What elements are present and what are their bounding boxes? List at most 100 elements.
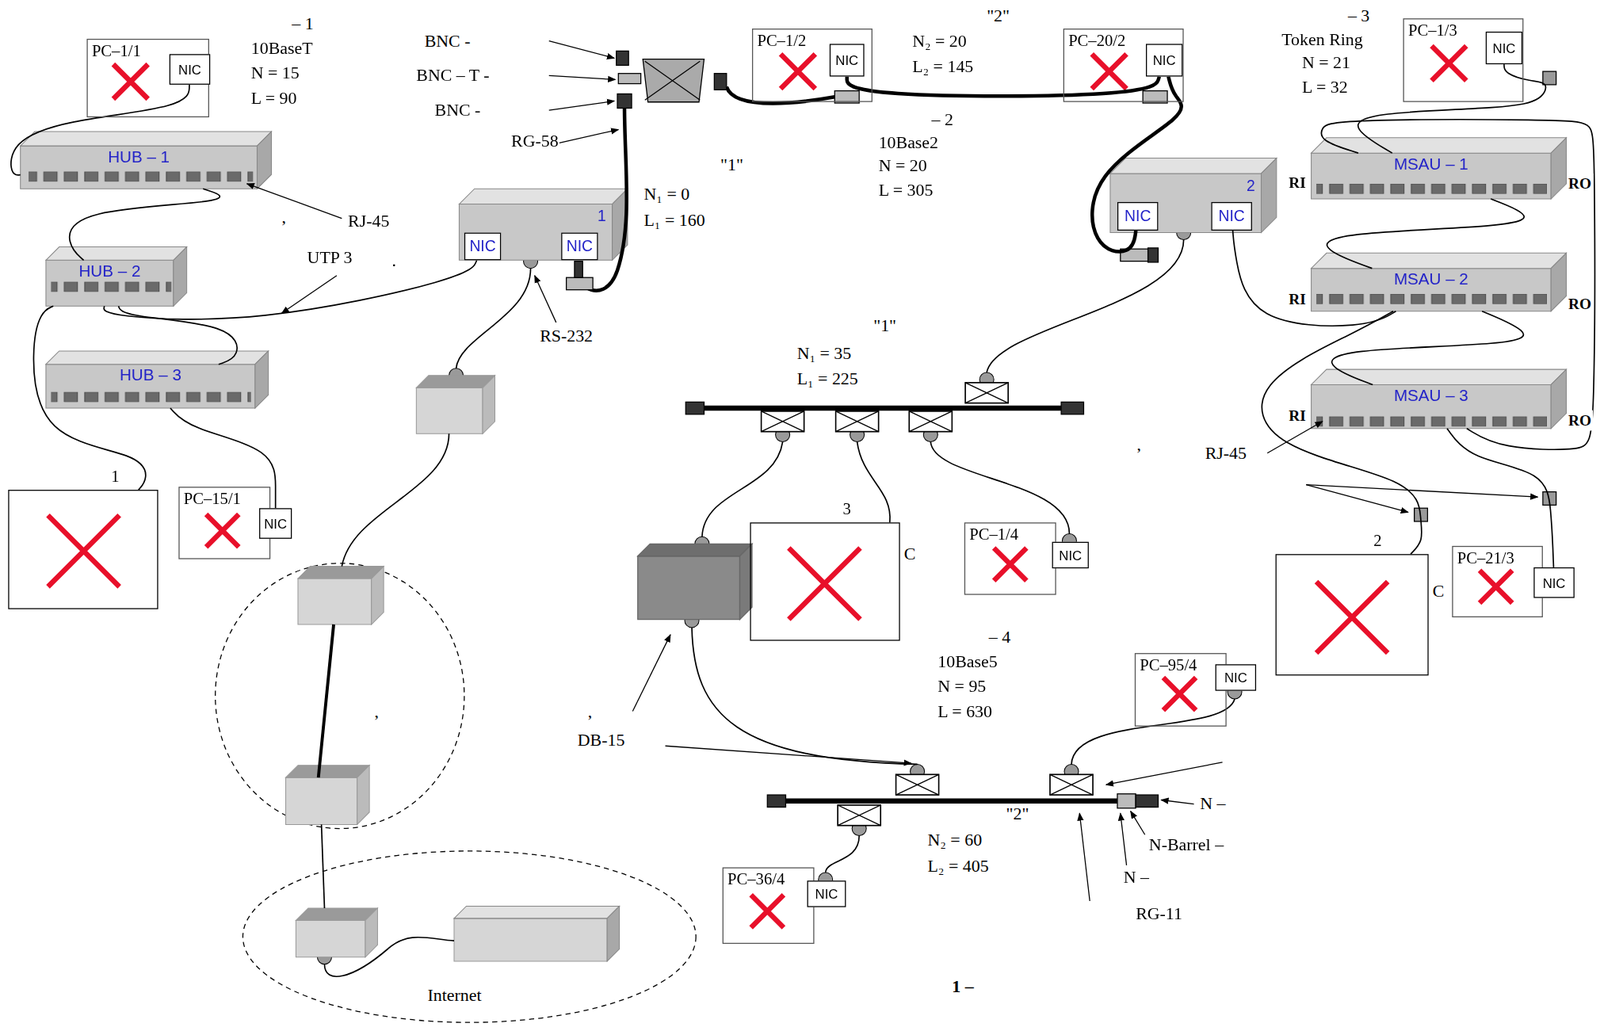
leader-arrow <box>1120 813 1127 866</box>
bnc-connector <box>566 50 1168 808</box>
node-text: PC–95/4 <box>1139 655 1197 675</box>
leader-arrow <box>281 275 337 314</box>
device-box <box>458 188 627 204</box>
device-box <box>45 351 269 365</box>
network-cable <box>847 76 1160 97</box>
node-text: HUB – 2 <box>78 261 141 281</box>
annotation: N-Barrel – <box>1148 834 1226 856</box>
modem-box <box>297 566 384 579</box>
annotation: – 4 <box>987 627 1012 649</box>
annotation: C <box>903 543 917 565</box>
annotation: Internet <box>426 985 483 1007</box>
transceiver <box>837 805 881 826</box>
annotation: RS-232 <box>538 326 594 348</box>
port-row <box>28 171 1547 427</box>
modem-box <box>295 920 366 957</box>
bnc-connector <box>1135 794 1158 807</box>
drop-cable <box>341 433 449 566</box>
annotation: RG-11 <box>1134 904 1184 925</box>
red-cross <box>1479 570 1513 604</box>
device-box <box>458 204 612 261</box>
annotation: L₁ = 225 <box>795 369 860 390</box>
device-box <box>20 145 258 189</box>
computer-box: PC–1/1NIC <box>86 38 210 118</box>
repeater-box: 2NICNIC <box>1110 173 1262 233</box>
transceiver <box>761 382 1093 826</box>
hub-box: HUB – 3 <box>45 364 256 409</box>
nic-card: NIC <box>561 232 598 261</box>
port-label: RO <box>1567 294 1593 315</box>
node-text: 2 <box>1373 530 1382 550</box>
bnc-connector <box>1148 248 1159 263</box>
node-text: HUB – 3 <box>119 365 182 385</box>
repeater-box: 1NICNIC <box>458 204 612 261</box>
leader-arrow <box>1160 800 1194 805</box>
leader-arrow <box>549 100 615 111</box>
network-cable <box>103 259 478 320</box>
workstation-box: 3 <box>749 522 900 641</box>
drop-cable <box>456 268 531 369</box>
annotation: 10Base2 <box>877 132 940 153</box>
device-box <box>20 131 272 146</box>
annotation: BNC - <box>433 99 482 121</box>
device-box <box>45 364 256 409</box>
annotation: L = 305 <box>877 180 934 202</box>
drop-cable <box>986 240 1184 373</box>
leader-arrow <box>632 634 671 712</box>
node-text: NIC <box>835 45 859 76</box>
computer-box: PC–36/4NIC <box>722 866 815 944</box>
node-text: 1 <box>597 206 607 226</box>
drop-cable <box>691 627 918 765</box>
bnc-connector <box>574 261 583 279</box>
node-text: 2 <box>1246 175 1256 195</box>
node-text: MSAU – 3 <box>1393 385 1469 405</box>
computer-box: PC–15/1NIC <box>178 486 271 559</box>
connector-port <box>316 225 1242 965</box>
modem-box <box>416 375 495 388</box>
modem-box <box>454 918 608 962</box>
modem-box <box>482 375 495 434</box>
node-text: MSAU – 2 <box>1393 269 1469 289</box>
hub-box: HUB – 1 <box>20 145 258 189</box>
bnc-connector <box>685 401 704 414</box>
annotation: 10Base5 <box>936 652 999 673</box>
node-text: MSAU – 1 <box>1393 153 1469 173</box>
annotation: 10BaseT <box>249 38 314 60</box>
annotation: N = 15 <box>249 63 301 85</box>
network-cable <box>11 84 190 176</box>
transceiver <box>965 382 1009 404</box>
annotation: N₂ = 60 <box>926 830 983 852</box>
annotation: RJ-45 <box>347 211 391 233</box>
nic-card: NIC <box>1052 542 1089 569</box>
node-text: NIC <box>263 510 287 539</box>
network-cable <box>33 305 146 490</box>
leader-arrow <box>1106 762 1223 785</box>
drop-cable <box>321 824 325 909</box>
port-label: RI <box>1287 404 1307 426</box>
port-row <box>28 171 253 182</box>
red-cross <box>48 515 120 587</box>
drop-cable <box>318 624 334 778</box>
network-cable <box>1233 230 1397 326</box>
device-box <box>1550 369 1566 429</box>
modem-box <box>607 905 619 962</box>
transceiver <box>1050 774 1093 795</box>
computer-box: PC–20/2NIC <box>1063 28 1184 103</box>
annotation: RG-58 <box>510 131 560 153</box>
annotation: N = 20 <box>877 156 928 177</box>
network-cable <box>1358 64 1547 153</box>
device-box <box>1110 173 1262 233</box>
port-row <box>1316 416 1547 427</box>
modem-box <box>297 578 372 625</box>
device-box <box>1261 158 1277 233</box>
nic-card: NIC <box>1533 567 1575 599</box>
bnc-connector <box>1117 794 1136 809</box>
nic-card: NIC <box>1485 31 1523 65</box>
transceiver <box>761 411 805 432</box>
bnc-connector <box>618 73 641 85</box>
network-cable <box>69 188 221 260</box>
node-text: PC–1/2 <box>756 30 806 50</box>
annotation: BNC – T - <box>415 64 491 86</box>
network-cable <box>1321 119 1595 450</box>
